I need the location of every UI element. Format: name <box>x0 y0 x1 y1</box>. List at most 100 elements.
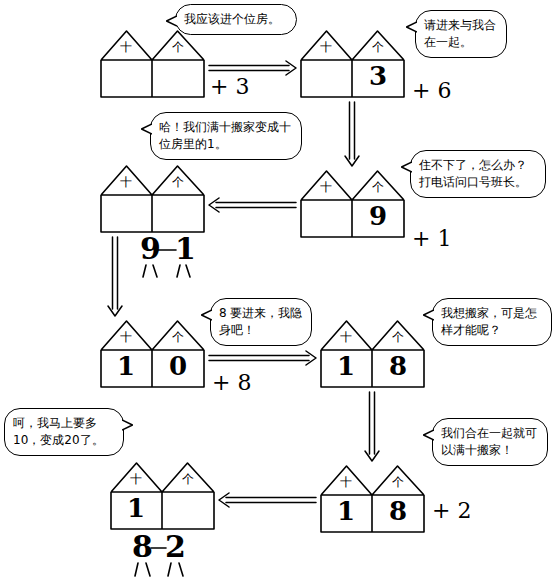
walking-digit: 2 <box>165 532 186 562</box>
ones-roof-label: 个 <box>352 41 404 53</box>
house-outline <box>320 465 425 533</box>
speech-text: 哈！我们满十搬家变成十位房里的1。 <box>159 119 293 153</box>
ones-roof-label: 个 <box>152 331 204 343</box>
house-outline <box>100 30 205 98</box>
house-lines <box>301 171 404 237</box>
bubble-tail <box>166 15 177 27</box>
arrow-strokes <box>108 237 122 316</box>
place-value-house: 十个10 <box>100 320 205 388</box>
speech-text: 8 要进来，我隐身吧！ <box>219 305 303 339</box>
speech-bubble: 呵，我马上要多10，变成20了。 <box>4 408 124 456</box>
place-value-house: 十个18 <box>320 465 425 533</box>
tens-roof-label: 十 <box>100 331 152 343</box>
digit-character: 1 <box>100 351 152 388</box>
tens-roof-label: 十 <box>300 181 352 193</box>
walking-digit: 1 <box>175 234 196 264</box>
ones-roof-label: 个 <box>352 181 404 193</box>
tail-line <box>122 420 133 430</box>
arrow-strokes <box>209 351 316 365</box>
bubble-tail <box>201 309 212 321</box>
leg-strokes <box>143 265 157 277</box>
addend-label: + 2 <box>432 500 471 522</box>
leg-strokes <box>177 265 190 277</box>
tens-roof-label: 十 <box>300 41 352 53</box>
speech-bubble: 住不下了，怎么办？打电话问口号班长。 <box>410 150 546 198</box>
house-lines <box>101 321 204 387</box>
tail-line <box>167 16 178 26</box>
double-arrow <box>345 102 359 166</box>
speech-text: 我想搬家，可是怎样才能呢？ <box>441 305 543 339</box>
ones-roof-label: 个 <box>152 41 204 53</box>
addend-label: + 6 <box>412 80 451 102</box>
place-value-house: 十个 9 <box>300 170 405 238</box>
place-value-house: 十个 <box>100 30 205 98</box>
tail-line <box>424 430 435 440</box>
tail-line <box>424 310 435 320</box>
tail-line <box>407 22 418 32</box>
speech-text: 呵，我马上要多10，变成20了。 <box>13 415 115 449</box>
tens-roof-label: 十 <box>100 41 152 53</box>
speech-bubble: 请进来与我合在一起。 <box>415 10 507 58</box>
tens-roof-label: 十 <box>100 176 152 188</box>
digit-character: 3 <box>352 61 404 98</box>
speech-text: 请进来与我合在一起。 <box>424 17 498 51</box>
leg-strokes <box>135 563 150 576</box>
house-lines <box>101 166 204 232</box>
digit-character: 9 <box>352 201 404 238</box>
speech-text: 住不下了，怎么办？打电话问口号班长。 <box>419 157 537 191</box>
tens-roof-label: 十 <box>320 476 372 488</box>
arrow-strokes <box>209 198 296 212</box>
bubble-tail <box>423 309 434 321</box>
tail-line <box>142 124 153 134</box>
ones-roof-label: 个 <box>162 473 214 485</box>
house-outline <box>300 170 405 238</box>
house-outline <box>100 165 205 233</box>
ones-roof-label: 个 <box>372 476 424 488</box>
speech-bubble: 我应该进个位房。 <box>175 4 297 35</box>
arrow-strokes <box>209 61 296 75</box>
speech-text: 我应该进个位房。 <box>184 11 288 28</box>
digit-character: 0 <box>152 351 204 388</box>
place-value-house: 十个 3 <box>300 30 405 98</box>
walking-digit: 9 <box>140 234 161 264</box>
addend-label: + 3 <box>210 76 249 98</box>
addend-label: + 8 <box>212 372 251 394</box>
double-arrow <box>219 493 316 507</box>
house-outline <box>100 320 205 388</box>
digit-character: 8 <box>372 351 424 388</box>
double-arrow <box>209 198 296 212</box>
leg-strokes <box>168 563 183 576</box>
bubble-tail <box>423 429 434 441</box>
tens-roof-label: 十 <box>320 331 372 343</box>
addend-label: + 1 <box>412 228 451 250</box>
house-lines <box>321 321 424 387</box>
walking-digit: 8 <box>132 532 153 562</box>
house-outline <box>300 30 405 98</box>
arrow-strokes <box>345 102 359 166</box>
house-outline <box>320 320 425 388</box>
arrow-strokes <box>219 493 316 507</box>
digit-character: 1 <box>320 496 372 533</box>
place-value-house: 十个 <box>100 165 205 233</box>
tail-line <box>402 162 413 172</box>
speech-bubble: 我们合在一起就可以满十搬家！ <box>432 418 548 466</box>
holding-hands <box>151 547 166 549</box>
place-value-house: 十个1 <box>110 462 215 530</box>
house-lines <box>111 463 214 529</box>
tail-line <box>202 310 213 320</box>
digit-character: 8 <box>372 496 424 533</box>
ones-roof-label: 个 <box>152 176 204 188</box>
double-arrow <box>209 351 316 365</box>
bubble-tail <box>401 161 412 173</box>
speech-bubble: 8 要进来，我隐身吧！ <box>210 298 312 346</box>
bubble-tail <box>141 123 152 135</box>
bubble-tail <box>406 21 417 33</box>
ones-roof-label: 个 <box>372 331 424 343</box>
double-arrow <box>365 392 379 461</box>
digit-character: 1 <box>110 493 162 530</box>
house-lines <box>301 31 404 97</box>
speech-bubble: 哈！我们满十搬家变成十位房里的1。 <box>150 112 302 160</box>
